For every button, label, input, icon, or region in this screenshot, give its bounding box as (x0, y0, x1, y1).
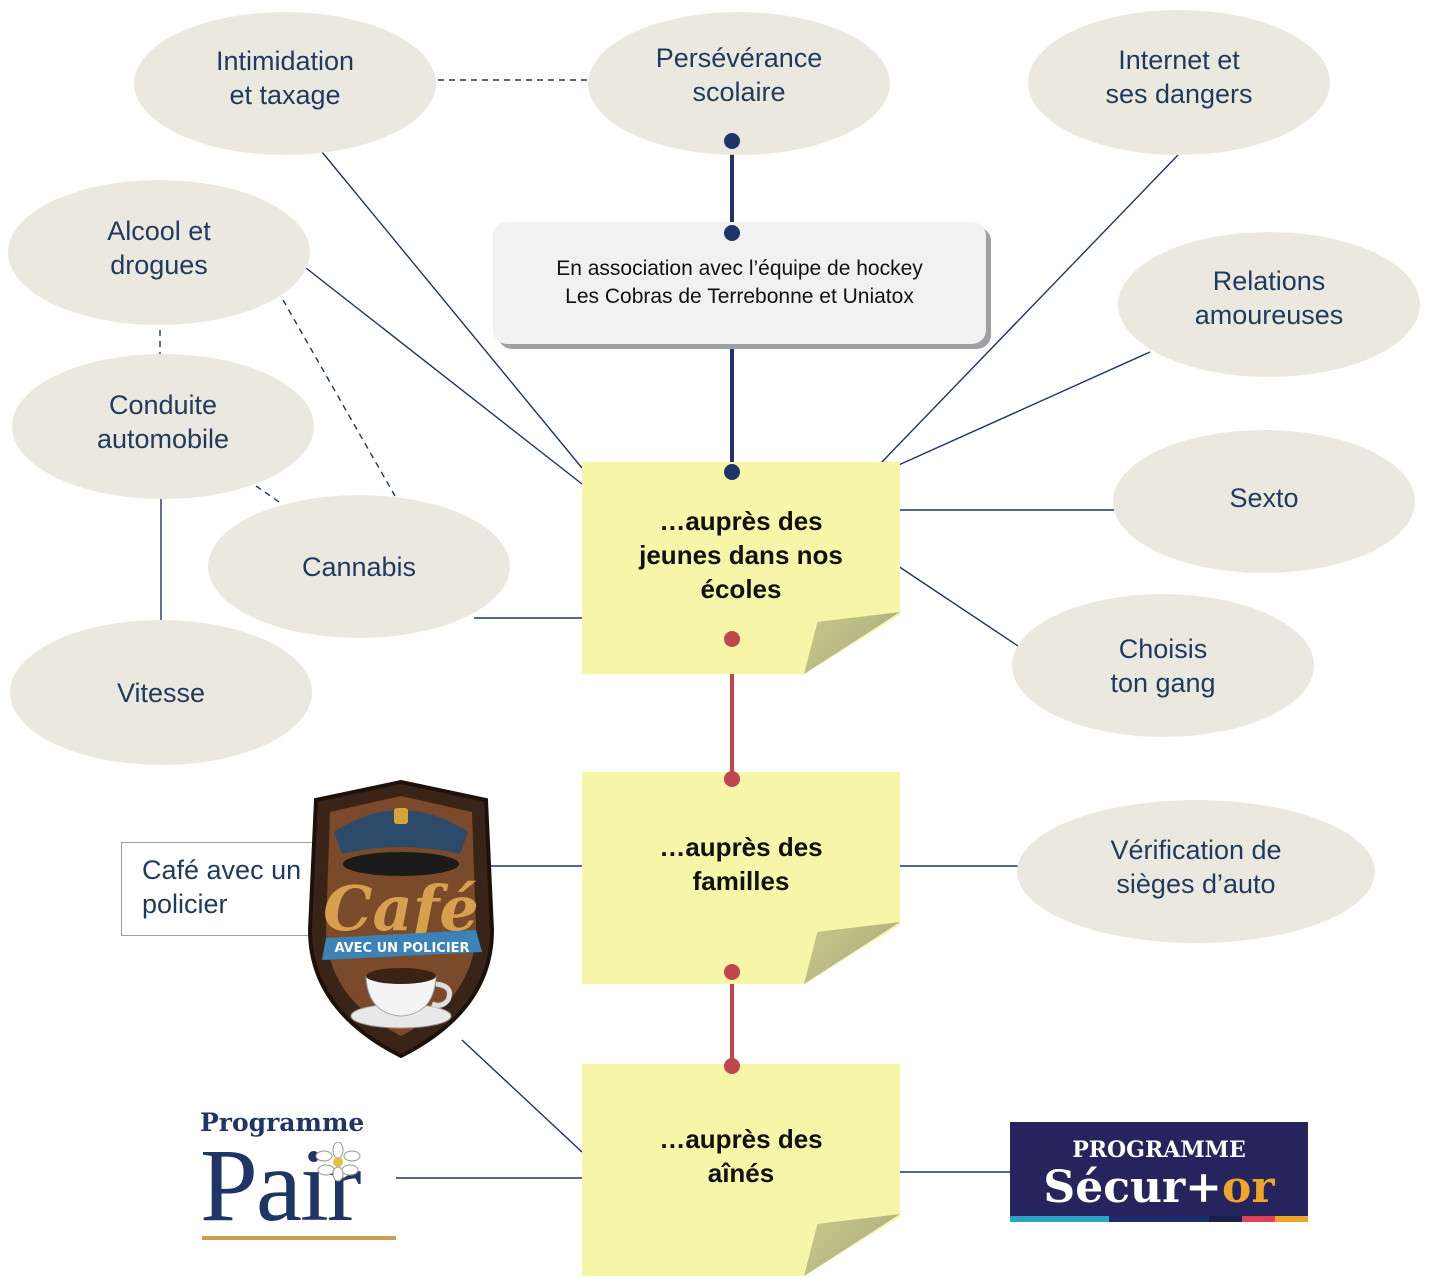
ellipse-relations: Relations amoureuses (1118, 232, 1420, 377)
dash-alcool-cannabis (282, 299, 396, 497)
ellipse-conduite: Conduite automobile (12, 354, 314, 499)
ellipse-choisis: Choisis ton gang (1012, 594, 1314, 737)
cafe-avec-un-policier-logo: Café AVEC UN POLICIER (307, 780, 495, 1058)
link-relations (891, 351, 1151, 469)
red-pin (724, 964, 740, 980)
daisy-icon (315, 1142, 361, 1182)
dash-conduite-cannabis (255, 485, 283, 505)
note-aines: …auprès des aînés (582, 1064, 900, 1276)
note-ecoles: …auprès des jeunes dans nos écoles (582, 462, 900, 674)
securor-word-b: or (1222, 1162, 1275, 1213)
ellipse-alcool: Alcool et drogues (8, 180, 310, 325)
programme-pair-logo: Programme Pair (200, 1108, 400, 1244)
plus-icon: + (1185, 1162, 1223, 1213)
securor-logo-top: PROGRAMME (1072, 1137, 1246, 1163)
red-pin (724, 631, 740, 647)
navy-pin (724, 225, 740, 241)
link-cafe-logo-aines (461, 1039, 583, 1153)
link-internet (879, 154, 1179, 465)
ellipse-vitesse: Vitesse (10, 620, 312, 765)
ellipse-sexto: Sexto (1113, 430, 1415, 573)
pair-logo-underline (202, 1236, 396, 1240)
pair-logo-word: Pair (200, 1128, 362, 1243)
link-intimidation (321, 151, 583, 469)
ellipse-internet: Internet et ses dangers (1028, 10, 1330, 155)
cafe-logo-banner: AVEC UN POLICIER (334, 941, 469, 956)
association-box: En association avec l’équipe de hockey L… (493, 222, 986, 344)
securor-color-strip (1010, 1216, 1308, 1222)
navy-pin (724, 133, 740, 149)
ellipse-cannabis: Cannabis (208, 495, 510, 638)
ellipse-intimidation: Intimidation et taxage (134, 12, 436, 155)
link-alcool (305, 267, 583, 485)
ellipse-verification: Vérification de sièges d’auto (1017, 800, 1375, 943)
ellipse-perseverance: Persévérance scolaire (588, 12, 890, 155)
note-ecoles-text: …auprès des jeunes dans nos écoles (639, 506, 843, 604)
securor-logo-word: Sécur+or (1010, 1164, 1308, 1212)
red-pin (724, 1058, 740, 1074)
red-pin (724, 771, 740, 787)
programme-securor-logo: PROGRAMME Sécur+or (1010, 1122, 1308, 1222)
note-familles: …auprès des familles (582, 772, 900, 984)
navy-pin (724, 464, 740, 480)
note-aines-text: …auprès des aînés (659, 1124, 823, 1188)
pair-logo-top: Programme (200, 1108, 365, 1137)
link-choisis (897, 565, 1019, 647)
cafe-label-box: Café avec un policier (121, 842, 317, 936)
note-familles-text: …auprès des familles (659, 832, 823, 896)
securor-word-a: Sécur (1043, 1162, 1186, 1213)
